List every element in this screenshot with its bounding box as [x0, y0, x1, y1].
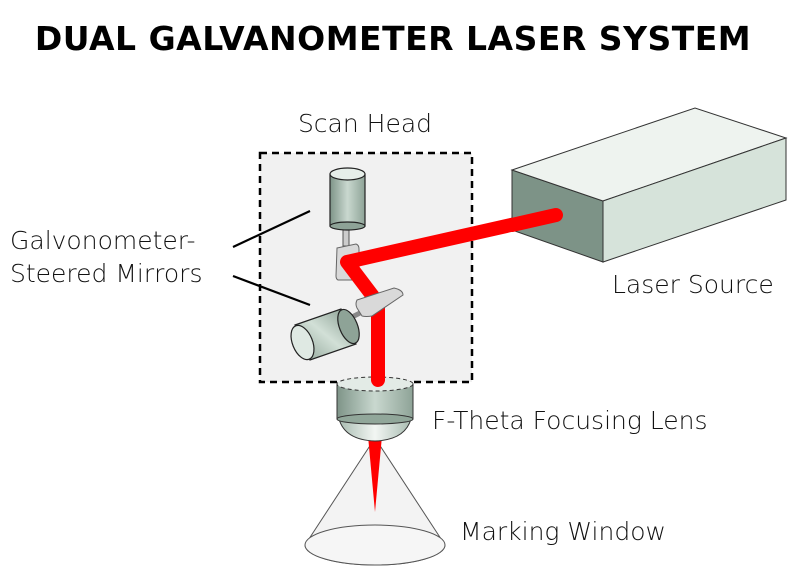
laser-source-label: Laser Source: [612, 270, 774, 299]
scan-head-box: [258, 151, 474, 384]
f-theta-lens: [336, 376, 414, 442]
focused-beam: [368, 436, 382, 512]
leader-line-upper: [232, 210, 311, 248]
diagram-title: DUAL GALVANOMETER LASER SYSTEM: [35, 19, 751, 58]
lens-label: F-Theta Focusing Lens: [432, 406, 708, 435]
lower-mirror: [355, 287, 404, 317]
galvo-label-line2: Steered Mirrors: [10, 259, 202, 288]
marking-window-label: Marking Window: [460, 517, 666, 546]
laser-beam: [340, 208, 562, 385]
galvo-label-line1: Galvonometer-: [10, 226, 196, 255]
scan-head-label: Scan Head: [298, 109, 432, 138]
beam-exit: [505, 208, 563, 232]
laser-source-box: [510, 107, 788, 263]
leader-line-lower: [232, 274, 311, 307]
upper-galvo-motor: [329, 167, 366, 247]
lower-galvo-motor: [290, 306, 370, 361]
